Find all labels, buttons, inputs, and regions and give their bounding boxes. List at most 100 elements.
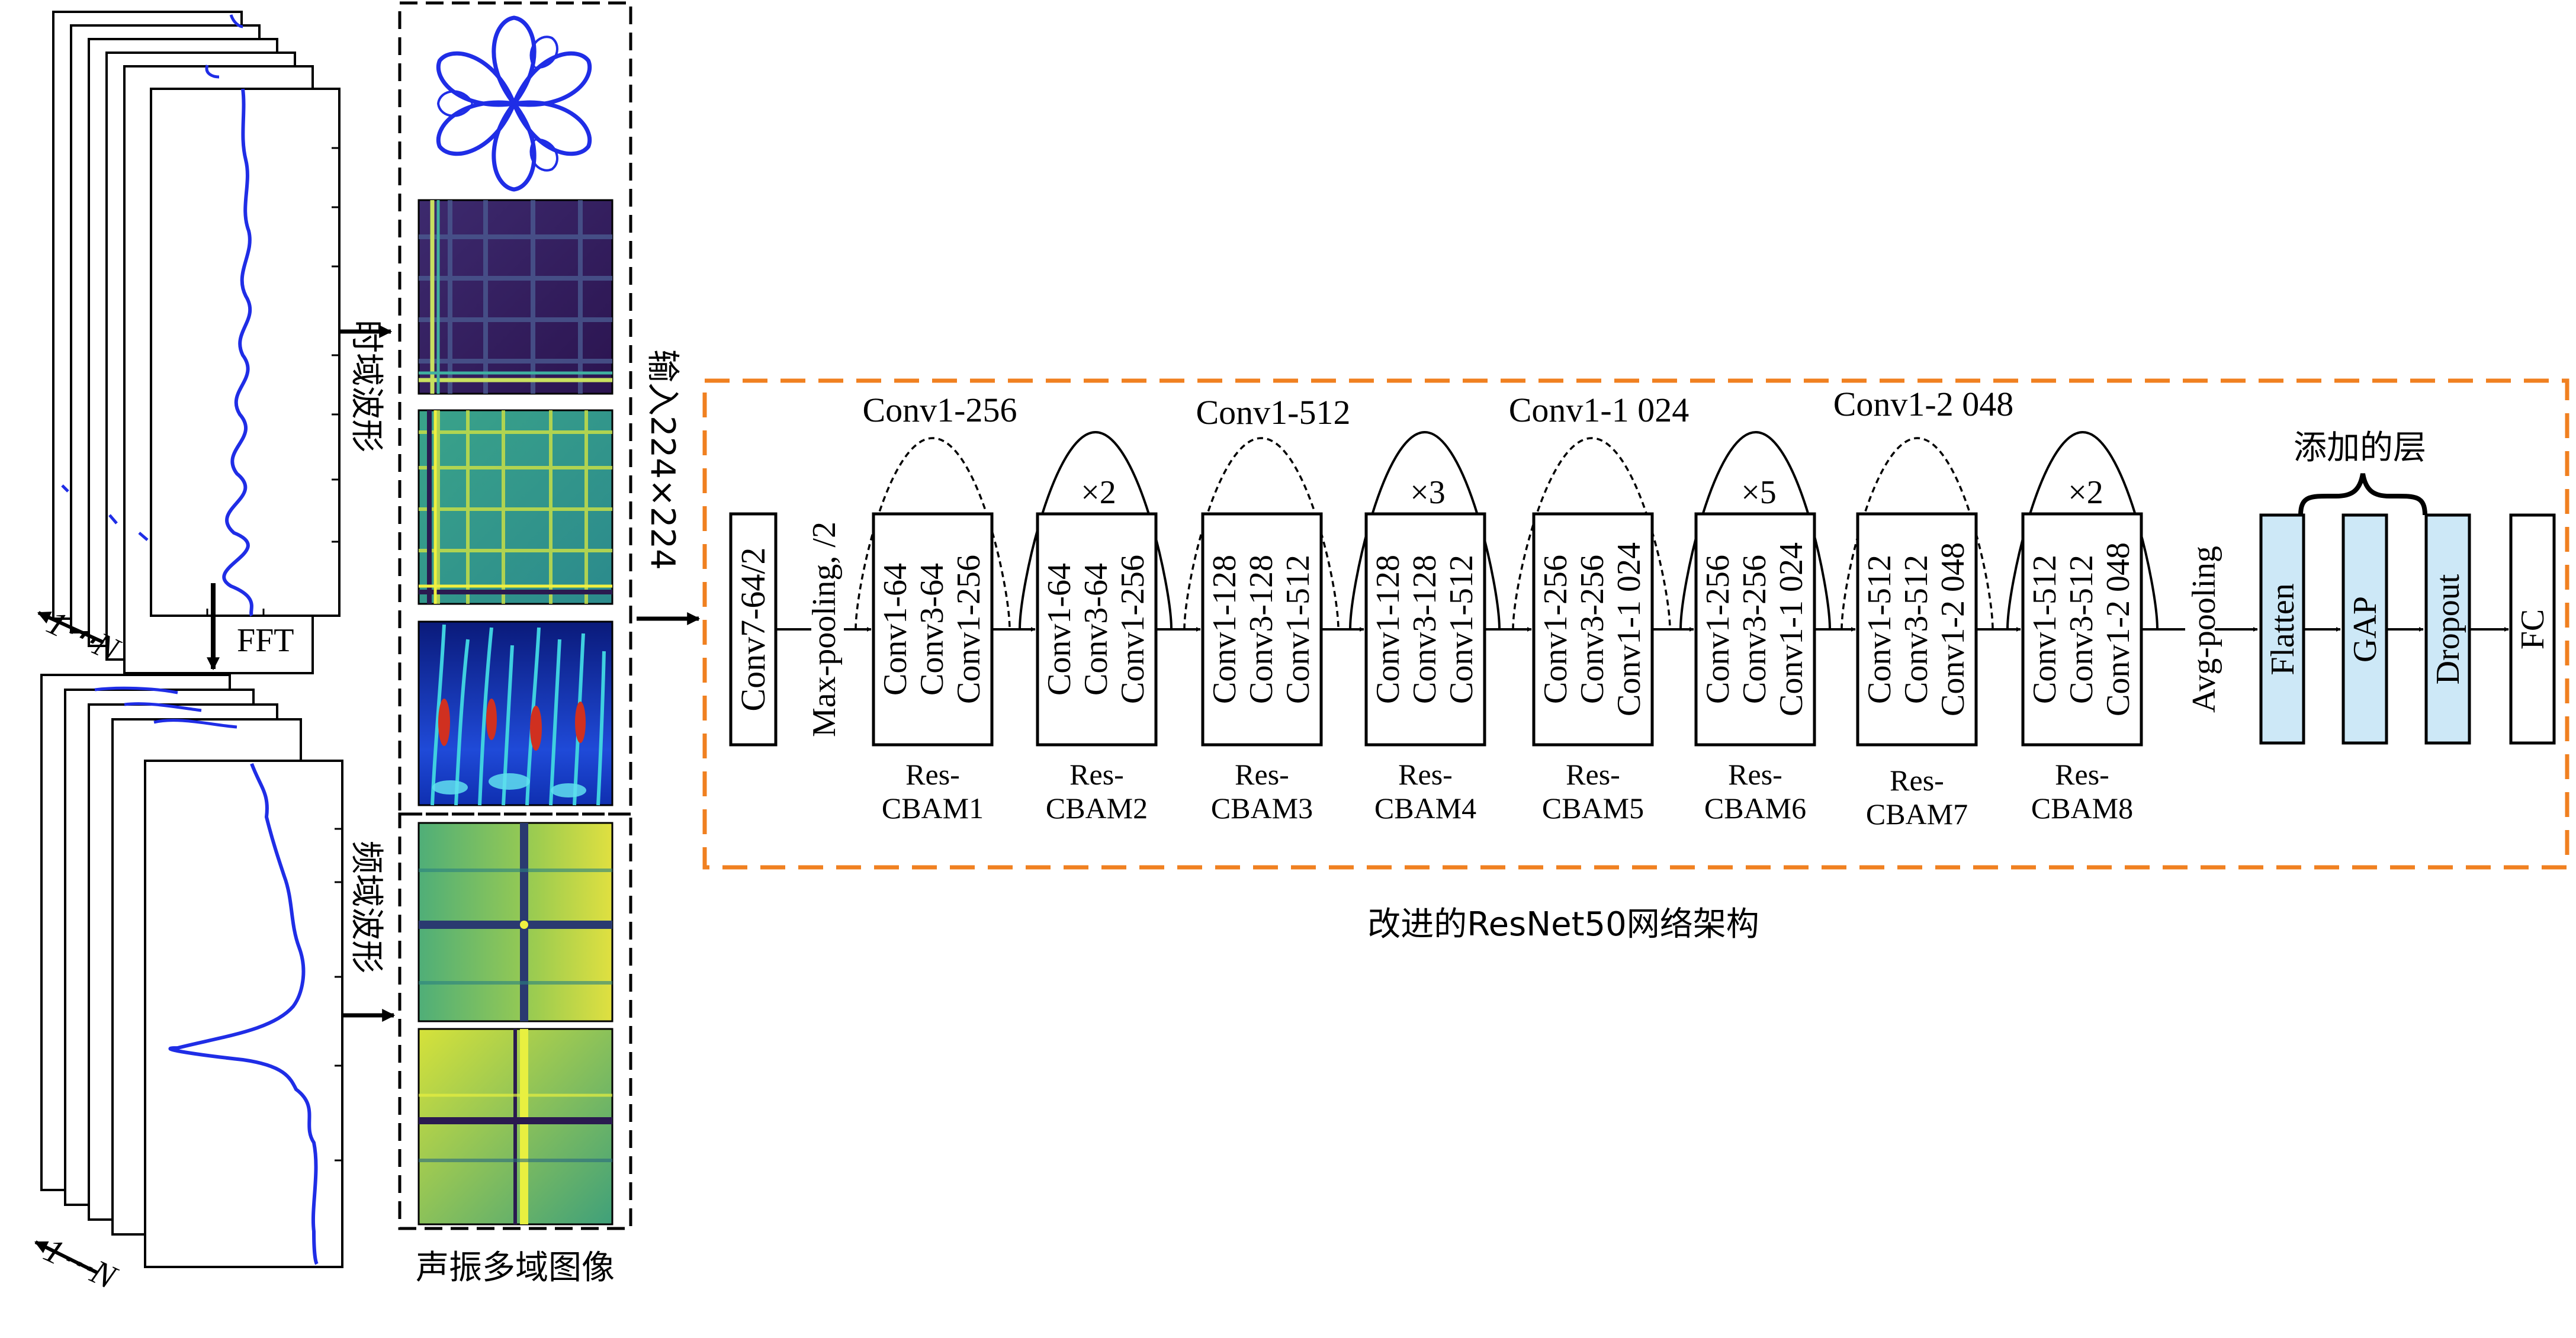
head-layer-label: GAP (2347, 596, 2384, 662)
head-layer-label: Flatten (2265, 583, 2301, 676)
block-layer-label: Conv1-512 (1280, 555, 1316, 704)
shortcut-label: Conv1-2 048 (1833, 385, 2014, 423)
block-layer-label: Conv1-256 (1700, 555, 1736, 704)
block-layer-label: Conv1-512 (1861, 555, 1898, 704)
frequency-waveform-plot (144, 760, 343, 1268)
multi-domain-images-caption: 声振多域图像 (416, 1249, 615, 1287)
stack-index-label: 1⋯N (38, 1230, 124, 1297)
wavelet-scalogram-image (417, 620, 614, 806)
background-waveform-trace (205, 14, 243, 79)
shortcut-label: Conv1-1 024 (1509, 391, 1690, 429)
block-layer-label: Conv1-2 048 (1935, 542, 1971, 716)
block-name-line1: Res- (1069, 758, 1124, 791)
block-name-line2: CBAM4 (1374, 792, 1476, 825)
time-waveform-plot (150, 88, 341, 617)
block-layer-label: Conv1-2 048 (2100, 542, 2137, 716)
fft-label: FFT (237, 622, 294, 659)
block-name-line1: Res- (2055, 758, 2109, 791)
block-layer-label: Conv3-64 (914, 563, 950, 696)
res-cbam-block-5: Conv1-256 Conv3-256 Conv1-1 024 Res- CBA… (1532, 512, 1654, 825)
shortcut-label: Conv1-256 (863, 391, 1017, 429)
time-domain-stack: 1⋯N (37, 11, 341, 674)
block-layer-label: Conv1-128 (1206, 555, 1243, 704)
background-waveform-trace (61, 484, 149, 541)
block-layer-label: Conv1-256 (1537, 555, 1574, 704)
block-name-line2: CBAM2 (1046, 792, 1148, 825)
stack-depth-arrow (37, 611, 105, 644)
frequency-recurrence-plot-2 (417, 1028, 614, 1226)
frequency-domain-stack: 1⋯N (34, 674, 343, 1297)
block-name-line1: Res- (1235, 758, 1289, 791)
block-name-line1: Res- (1728, 758, 1782, 791)
block-layer-label: Conv1-1 024 (1773, 542, 1810, 716)
added-layers-brace (2298, 473, 2427, 516)
avgpool-label: Avg-pooling (2186, 546, 2222, 713)
shortcut-arcs (855, 437, 1994, 630)
block-layer-label: Conv1-128 (1370, 555, 1406, 704)
block-name-line2: CBAM8 (2031, 792, 2133, 825)
frequency-domain-label: 频域波形 (347, 841, 386, 973)
background-waveform-trace (94, 686, 237, 729)
block-layer-label: Conv3-512 (2063, 555, 2100, 704)
block-name-line2: CBAM1 (882, 792, 984, 825)
time-domain-label: 时域波形 (347, 320, 386, 452)
block-layer-label: Conv1-64 (1041, 563, 1078, 696)
res-cbam-block-8: Conv1-512 Conv3-512 Conv1-2 048 Res- CBA… (2021, 512, 2143, 825)
res-cbam-block-6: Conv1-256 Conv3-256 Conv1-1 024 Res- CBA… (1694, 512, 1816, 825)
stem-conv-label: Conv7-64/2 (734, 547, 772, 711)
recurrence-plot-teal (417, 409, 614, 605)
added-layers-label: 添加的层 (2294, 429, 2426, 467)
head-fc: FC (2509, 513, 2556, 745)
block-layer-label: Conv3-512 (1898, 555, 1935, 704)
block-layer-label: Conv3-256 (1574, 555, 1611, 704)
block-name-line1: Res- (1566, 758, 1620, 791)
block-name-line1: Res- (1398, 758, 1453, 791)
block-layer-label: Conv3-256 (1736, 555, 1773, 704)
block-layer-label: Conv3-64 (1078, 563, 1114, 696)
res-cbam-block-3: Conv1-128 Conv3-128 Conv1-512 Res- CBAM3 (1201, 512, 1323, 825)
stem-conv-box (729, 512, 778, 747)
block-layer-label: Conv1-512 (2026, 555, 2063, 704)
block-name-line1: Res- (1890, 764, 1944, 797)
network-frame (702, 378, 2569, 870)
head-flatten: Flatten (2259, 513, 2305, 745)
recurrence-plot-purple (417, 199, 614, 395)
block-layer-label: Conv3-128 (1406, 555, 1443, 704)
y-axis-ticks (206, 147, 339, 616)
block-layer-label: Conv1-64 (877, 563, 914, 696)
head-dropout: Dropout (2424, 513, 2471, 745)
stack-depth-arrow (34, 1240, 99, 1275)
maxpool-label: Max-pooling, /2 (806, 522, 843, 737)
block-name-line2: CBAM6 (1704, 792, 1806, 825)
frequency-recurrence-plot-1 (417, 822, 614, 1022)
block-layer-label: Conv1-256 (1114, 555, 1151, 704)
multi-domain-images: 声振多域图像 (398, 1, 632, 1287)
repeat-label: ×3 (1410, 474, 1446, 511)
repeat-label: ×2 (2068, 474, 2103, 511)
block-layer-label: Conv1-256 (950, 555, 987, 704)
input-size-label: 输入224×224 (643, 349, 682, 570)
repeat-arcs (1019, 430, 2159, 630)
frequency-waveform-line (168, 763, 319, 1265)
block-layer-label: Conv1-512 (1443, 555, 1480, 704)
head-gap: GAP (2341, 513, 2388, 745)
res-cbam-block-2: Conv1-64 Conv3-64 Conv1-256 Res- CBAM2 (1036, 512, 1158, 825)
y-axis-ticks (335, 828, 342, 1162)
head-layer-label: Dropout (2430, 574, 2466, 684)
res-cbam-block-4: Conv1-128 Conv3-128 Conv1-512 Res- CBAM4 (1364, 512, 1486, 825)
res-cbam-block-7: Conv1-512 Conv3-512 Conv1-2 048 Res- CBA… (1856, 512, 1978, 831)
res-cbam-block-1: Conv1-64 Conv3-64 Conv1-256 Res- CBAM1 (872, 512, 994, 825)
block-layer-label: Conv1-1 024 (1611, 542, 1647, 716)
frequency-images-frame (398, 812, 632, 1230)
block-layer-label: Conv3-128 (1243, 555, 1280, 704)
block-name-line2: CBAM5 (1542, 792, 1644, 825)
head-layer-label: FC (2514, 609, 2551, 650)
polar-flower-image (436, 15, 592, 192)
block-name-line2: CBAM7 (1866, 797, 1968, 831)
block-name-line1: Res- (905, 758, 960, 791)
time-waveform-line (222, 88, 253, 617)
repeat-label: ×2 (1081, 474, 1116, 511)
shortcut-label: Conv1-512 (1196, 393, 1351, 432)
network-caption: 改进的ResNet50网络架构 (1367, 905, 1759, 944)
